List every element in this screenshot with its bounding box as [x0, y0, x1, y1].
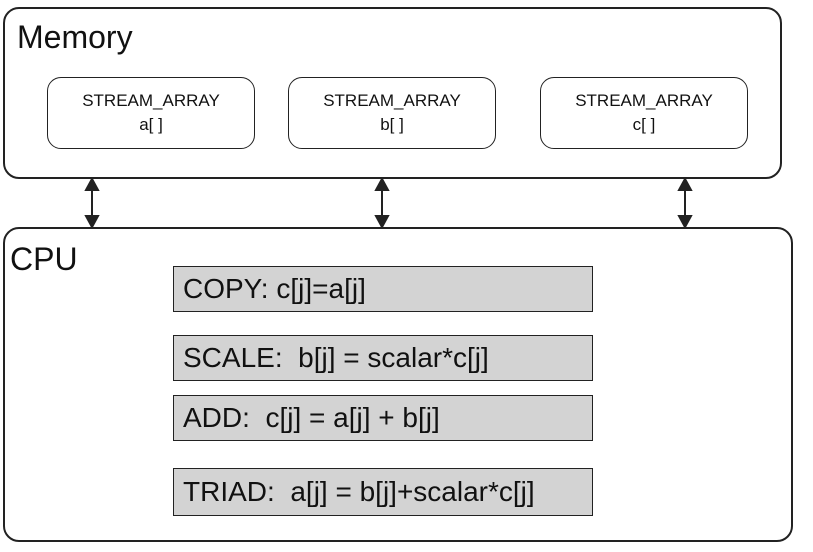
double-arrow-a	[84, 176, 100, 230]
stream-array-a-name: a[ ]	[139, 115, 163, 134]
stream-array-b-name: b[ ]	[380, 115, 404, 134]
double-arrow-c	[677, 176, 693, 230]
stream-array-b-label: STREAM_ARRAY	[323, 91, 461, 110]
stream-array-b: STREAM_ARRAY b[ ]	[288, 77, 496, 149]
stream-array-c-name: c[ ]	[632, 115, 656, 134]
cpu-box: CPU COPY: c[j]=a[j] SCALE: b[j] = scalar…	[3, 227, 793, 542]
stream-array-a-label: STREAM_ARRAY	[82, 91, 220, 110]
add-operation: ADD: c[j] = a[j] + b[j]	[173, 395, 593, 441]
double-arrow-b	[374, 176, 390, 230]
stream-array-c: STREAM_ARRAY c[ ]	[540, 77, 748, 149]
stream-array-c-label: STREAM_ARRAY	[575, 91, 713, 110]
copy-operation: COPY: c[j]=a[j]	[173, 266, 593, 312]
cpu-title: CPU	[10, 241, 78, 277]
stream-array-a: STREAM_ARRAY a[ ]	[47, 77, 255, 149]
memory-title: Memory	[17, 19, 133, 55]
memory-box: Memory STREAM_ARRAY a[ ] STREAM_ARRAY b[…	[3, 7, 782, 179]
triad-operation: TRIAD: a[j] = b[j]+scalar*c[j]	[173, 468, 593, 516]
scale-operation: SCALE: b[j] = scalar*c[j]	[173, 335, 593, 381]
